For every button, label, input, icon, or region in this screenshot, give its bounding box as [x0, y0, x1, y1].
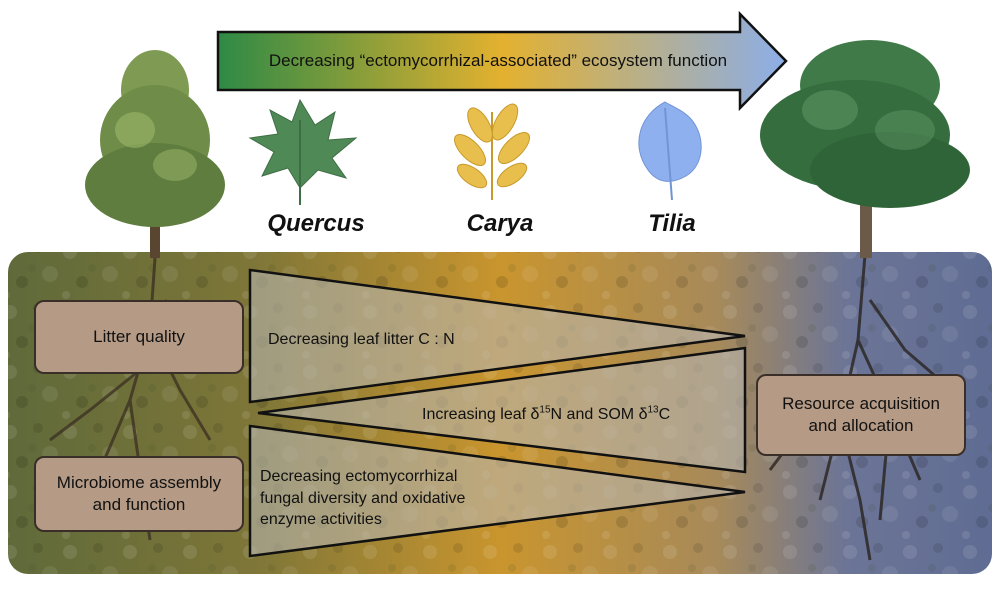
box-resource-label: Resource acquisition and allocation [782, 393, 940, 435]
box-litter-quality: Litter quality [34, 300, 244, 374]
wedge-ecm-label: Decreasing ectomycorrhizal fungal divers… [260, 466, 465, 531]
oak-leaf-icon [248, 98, 358, 205]
right-tree-icon [760, 40, 970, 258]
genus-quercus: Quercus [267, 210, 365, 237]
linden-leaf-icon [638, 101, 702, 201]
wedge-isotope-label: Increasing leaf δ15N and SOM δ13C [422, 404, 671, 423]
box-microbiome: Microbiome assembly and function [34, 456, 244, 532]
box-resource: Resource acquisition and allocation [756, 374, 966, 456]
gradient-arrow [216, 10, 788, 112]
left-tree-icon [85, 50, 225, 258]
wedge-cn [248, 268, 746, 404]
genus-carya: Carya [466, 210, 534, 237]
wedge-isotope [257, 346, 747, 474]
wedge-ecm-line-3: enzyme activities [260, 511, 382, 529]
genus-tilia: Tilia [648, 210, 696, 237]
wedge-ecm-line-2: fungal diversity and oxidative [260, 489, 466, 507]
arrow-label: Decreasing “ectomycorrhizal-associated” … [268, 51, 728, 70]
wedge-cn-label: Decreasing leaf litter C : N [268, 331, 455, 348]
hickory-leaf-icon [453, 103, 531, 200]
wedge-ecm-line-1: Decreasing ectomycorrhizal [260, 468, 458, 485]
box-microbiome-label: Microbiome assembly and function [56, 472, 222, 514]
box-litter-quality-label: Litter quality [93, 326, 185, 346]
wedge-ecm [248, 424, 746, 558]
